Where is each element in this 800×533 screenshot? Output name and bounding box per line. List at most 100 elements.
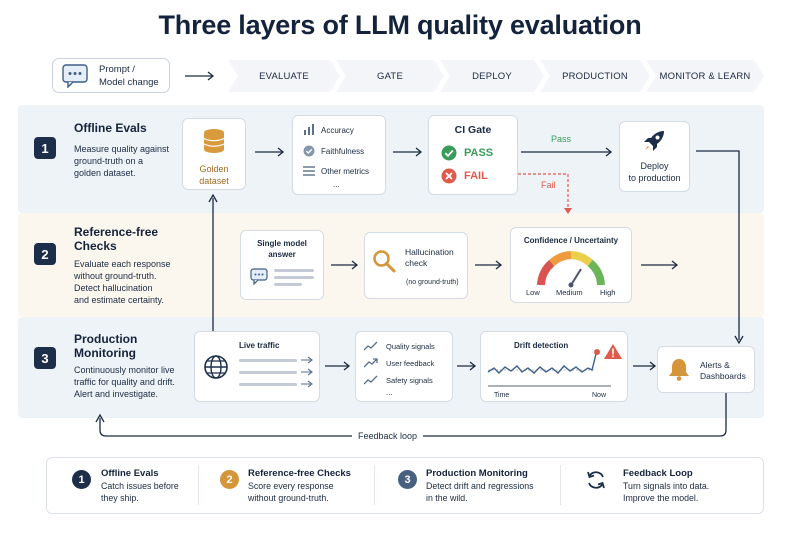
- arrow-to-drift: [457, 361, 477, 371]
- bar-chart-icon: [304, 124, 314, 135]
- pipeline-arrow: [185, 71, 215, 81]
- summary-desc-line: without ground-truth.: [248, 493, 329, 503]
- layer-3-desc-line: traffic for quality and drift.: [74, 377, 175, 387]
- summary-number-1: 1: [72, 470, 91, 489]
- layer-3-desc-line: Continuously monitor live: [74, 365, 175, 375]
- arrow-to-confidence: [475, 260, 503, 270]
- layer-2-title: Reference-free Checks: [74, 225, 158, 253]
- confidence-gauge: [537, 251, 605, 288]
- golden-label-line: Golden: [199, 164, 229, 174]
- fail-arrow-label: Fail: [541, 180, 556, 190]
- summary-desc-line: Turn signals into data.: [623, 481, 710, 491]
- layer-3-title-line: Monitoring: [74, 346, 136, 360]
- summary-divider: [374, 465, 375, 505]
- layer-number-2: 2: [34, 243, 56, 265]
- layer-2-desc-line: Detect hallucination: [74, 283, 153, 293]
- traffic-arrows: [301, 356, 313, 388]
- layer-2-desc-line: Evaluate each response: [74, 259, 171, 269]
- summary-3-desc: Detect drift and regressions in the wild…: [426, 480, 534, 504]
- list-icon: [303, 166, 315, 176]
- summary-1-title: Offline Evals: [101, 468, 159, 479]
- deploy-label: Deploy to production: [619, 160, 690, 184]
- pass-arrow: [521, 147, 613, 157]
- prompt-label: Prompt / Model change: [99, 63, 159, 89]
- hallucination-label-line: check: [405, 258, 428, 268]
- rocket-icon: [644, 131, 664, 151]
- refresh-cycle-icon: [587, 471, 605, 489]
- prompt-label-line2: Model change: [99, 77, 159, 88]
- layer-3-title: Production Monitoring: [74, 332, 137, 360]
- layer-number-3: 3: [34, 347, 56, 369]
- summary-divider: [198, 465, 199, 505]
- summary-desc-line: Score every response: [248, 481, 334, 491]
- summary-number-2: 2: [220, 470, 239, 489]
- deploy-label-line: to production: [628, 173, 681, 183]
- layer-2-description: Evaluate each response without ground-tr…: [74, 258, 171, 306]
- layer-3-desc-line: Alert and investigate.: [74, 389, 159, 399]
- layer-1-desc-line: Measure quality against: [74, 144, 170, 154]
- gauge-label-medium: Medium: [556, 288, 583, 297]
- summary-4-desc: Turn signals into data. Improve the mode…: [623, 480, 709, 504]
- hallucination-label-line: Hallucination: [405, 247, 454, 257]
- trend-line-icon: [364, 375, 378, 385]
- pass-arrow-label: Pass: [551, 134, 572, 144]
- drift-line-chart: [487, 344, 622, 387]
- summary-number-3: 3: [398, 470, 417, 489]
- gauge-label-low: Low: [526, 288, 540, 297]
- arrow-to-hallucination: [331, 260, 359, 270]
- answer-text-line: [274, 269, 314, 272]
- layer-number-1: 1: [34, 137, 56, 159]
- drift-x-start: Time: [494, 392, 510, 399]
- metric-other: Other metrics: [321, 167, 370, 176]
- summary-desc-line: Improve the model.: [623, 493, 699, 503]
- signals-card: [355, 331, 453, 402]
- summary-desc-line: they ship.: [101, 493, 139, 503]
- summary-desc-line: in the wild.: [426, 493, 468, 503]
- golden-label-line: dataset: [199, 176, 229, 186]
- single-answer-label-line: answer: [268, 250, 296, 259]
- layer-3-description: Continuously monitor live traffic for qu…: [74, 364, 175, 400]
- alerts-label-line: Alerts &: [700, 360, 730, 370]
- trend-line-icon: [364, 341, 378, 351]
- golden-dataset-card: [182, 118, 246, 190]
- arrow-to-metrics: [255, 147, 285, 157]
- arrow-to-gate: [393, 147, 423, 157]
- gauge-label-high: High: [600, 288, 616, 297]
- arrow-confidence-out: [641, 260, 679, 270]
- deploy-card: [619, 121, 690, 192]
- feedback-loop-label: Feedback loop: [352, 431, 424, 441]
- deploy-label-line: Deploy: [640, 161, 669, 171]
- bell-icon: [669, 359, 689, 381]
- summary-2-title: Reference-free Checks: [248, 468, 351, 479]
- pass-check-icon: [441, 145, 457, 161]
- pass-label: PASS: [464, 147, 494, 159]
- confidence-title: Confidence / Uncertainty: [523, 236, 619, 245]
- layer-3-title-line: Production: [74, 332, 138, 346]
- signal-user-feedback: User feedback: [386, 359, 435, 368]
- layer-1-desc-line: golden dataset.: [74, 168, 136, 178]
- page-title: Three layers of LLM quality evaluation: [158, 10, 642, 40]
- drift-title: Drift detection: [514, 341, 569, 350]
- chat-bubble-icon: [62, 64, 88, 88]
- arrow-to-alerts: [633, 361, 657, 371]
- summary-2-desc: Score every response without ground-trut…: [248, 480, 334, 504]
- golden-dataset-label: Golden dataset: [182, 163, 246, 187]
- trend-arrow-icon: [364, 358, 378, 368]
- hallucination-label: Hallucination check: [405, 247, 454, 269]
- fail-label: FAIL: [464, 170, 488, 182]
- metric-ellipsis: ...: [333, 180, 340, 189]
- signal-safety: Safety signals: [386, 376, 433, 385]
- fail-x-icon: [441, 168, 457, 184]
- layer-1-desc-line: ground-truth on a: [74, 156, 144, 166]
- arrow-to-signals: [325, 361, 351, 371]
- database-icon: [203, 129, 225, 153]
- live-traffic-label: Live traffic: [239, 341, 280, 350]
- answer-text-line: [274, 276, 314, 279]
- signal-quality: Quality signals: [386, 342, 435, 351]
- drift-x-end: Now: [592, 392, 607, 399]
- summary-desc-line: Detect drift and regressions: [426, 481, 534, 491]
- summary-divider: [560, 465, 561, 505]
- stage-deploy: DEPLOY: [440, 60, 544, 92]
- fail-arrow: [518, 173, 572, 214]
- traffic-line: [239, 383, 297, 386]
